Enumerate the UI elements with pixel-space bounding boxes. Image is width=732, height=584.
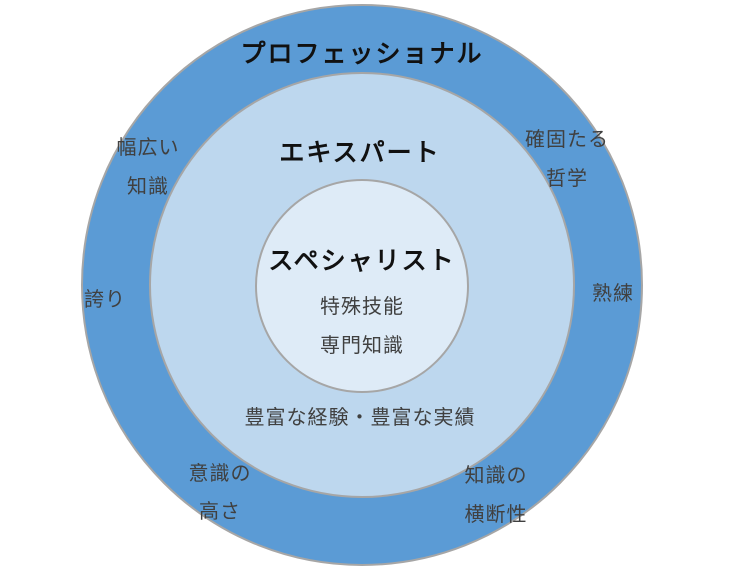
expert-title: エキスパート — [279, 138, 441, 167]
attribute-high-awareness: 意識の 高さ — [188, 461, 252, 523]
attribute-expert-knowledge: 専門知識 — [320, 333, 404, 357]
attribute-skill-mastery: 熟練 — [592, 281, 634, 305]
attribute-cross-domain-knowledge: 知識の 横断性 — [464, 463, 528, 526]
attribute-pride: 誇り — [84, 287, 126, 311]
attribute-firm-philosophy: 確固たる 哲学 — [525, 127, 609, 190]
professional-title: プロフェッショナル — [240, 39, 484, 68]
attribute-broad-knowledge: 幅広い 知識 — [116, 135, 180, 198]
attribute-rich-experience: 豊富な経験・豊富な実績 — [244, 405, 476, 429]
specialist-title: スペシャリスト — [268, 246, 456, 275]
inner-circle-specialist — [255, 179, 469, 393]
attribute-special-skills: 特殊技能 — [320, 294, 404, 318]
